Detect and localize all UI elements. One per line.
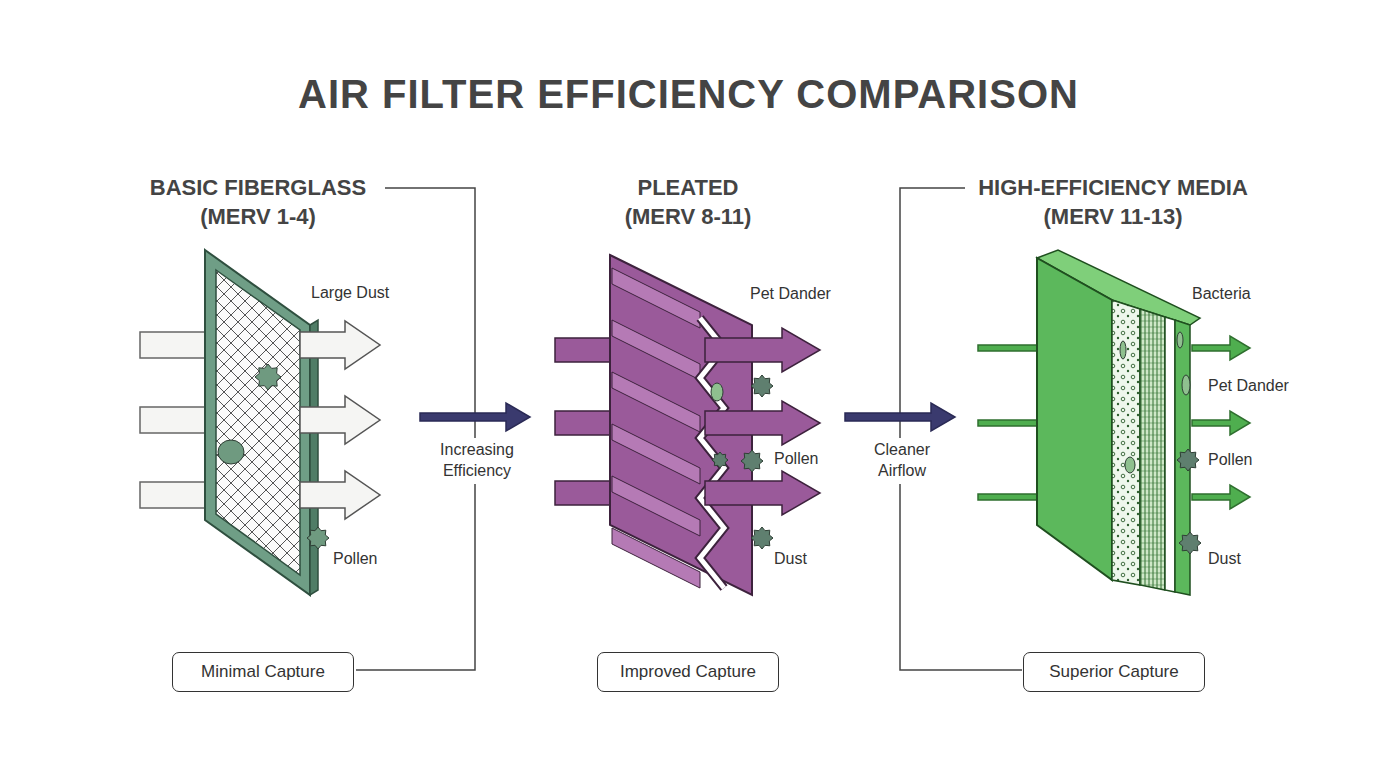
particle [218,440,244,464]
particles [218,364,329,549]
flow-label: Increasing Efficiency [423,438,531,484]
fiberglass-mesh [216,270,300,575]
airflow-out [300,321,380,519]
particle-label: Dust [1208,550,1241,568]
particle-label: Pollen [1208,451,1252,469]
particle-label: Pet Dander [1208,377,1289,395]
flow-label: Cleaner Airflow [858,438,946,484]
particle-label: Large Dust [311,284,389,302]
airflow-arrow [1192,485,1250,509]
airflow-arrow [420,403,530,431]
airflow-arrow [705,471,820,515]
particle [1182,375,1190,395]
bracket-line [900,188,1022,670]
particle-label: Bacteria [1192,285,1251,303]
particle [1177,449,1199,471]
particle [712,452,728,468]
airflow-arrow [845,403,955,431]
capture-text: Superior Capture [1049,662,1178,682]
airflow-arrow [300,396,380,444]
bracket-line [356,188,475,670]
filter-edge [310,320,318,595]
capture-box: Improved Capture [597,652,779,692]
particle [741,450,763,472]
capture-text: Improved Capture [620,662,756,682]
capture-box: Minimal Capture [172,652,354,692]
airflow-out [1192,336,1250,509]
media-front [1037,258,1112,580]
particle-label: Pollen [774,450,818,468]
pleat [612,424,700,484]
pleats [612,268,700,588]
capture-box: Superior Capture [1023,652,1205,692]
airflow-arrow [705,401,820,445]
particle [1177,332,1183,348]
pleat [612,268,700,328]
particle [751,375,773,397]
particles [711,375,773,549]
particle-label: Dust [774,550,807,568]
pleat [612,476,700,536]
particles [1120,332,1201,554]
filter-frame [205,250,310,595]
particle-label: Pollen [333,550,377,568]
capture-text: Minimal Capture [201,662,325,682]
particle [307,527,329,549]
pleat [612,320,700,380]
airflow-out [705,328,820,515]
particle [1179,532,1201,554]
filter-heading: BASIC FIBERGLASS (MERV 1-4) [128,174,388,231]
particle [1120,341,1126,359]
pleat [612,528,700,588]
particle [255,364,281,390]
pleat [612,372,700,432]
particle-label: Pet Dander [750,285,831,303]
airflow-arrow [300,471,380,519]
diagram-title: AIR FILTER EFFICIENCY COMPARISON [298,72,1079,117]
media-layer [1165,317,1175,592]
particle [711,383,723,401]
filter-heading: PLEATED (MERV 8-11) [613,174,763,231]
airflow-arrow [1192,336,1250,360]
airflow-arrow [705,328,820,372]
particle [751,527,773,549]
filter-heading: HIGH-EFFICIENCY MEDIA (MERV 11-13) [958,174,1268,231]
media-layer [1112,300,1140,585]
airflow-arrow [1192,411,1250,435]
airflow-arrow [300,321,380,369]
media-layer [1140,309,1165,590]
particle [1125,457,1135,473]
